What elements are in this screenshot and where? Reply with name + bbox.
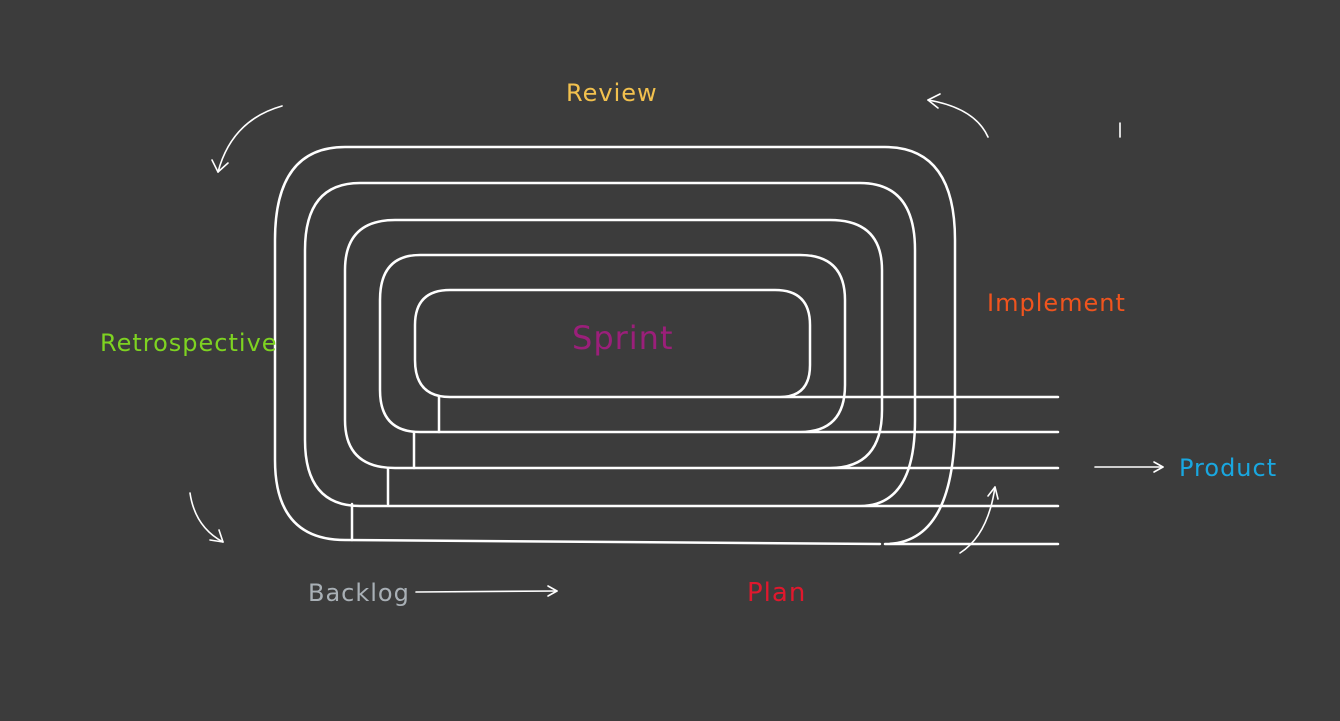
implement-label: Implement (987, 289, 1126, 317)
loop-4 (378, 253, 1060, 434)
loop-3 (343, 218, 1060, 470)
right-arrow-icon (415, 585, 558, 597)
curved-arrow-icon (211, 105, 283, 173)
curved-arrow-icon (927, 93, 989, 138)
loop-1 (273, 145, 1060, 546)
product-label: Product (1179, 454, 1277, 482)
review-label: Review (566, 79, 658, 107)
curved-arrow-icon (959, 486, 999, 554)
retrospective-label: Retrospective (100, 329, 278, 357)
sprint-label: Sprint (572, 319, 674, 357)
backlog-label: Backlog (308, 579, 410, 607)
loop-5 (413, 288, 1060, 399)
sprint-loops (273, 145, 1060, 546)
right-arrow-icon (1094, 461, 1164, 473)
plan-label: Plan (747, 578, 806, 608)
curved-arrow-icon (189, 492, 224, 543)
loop-2 (303, 181, 1060, 508)
